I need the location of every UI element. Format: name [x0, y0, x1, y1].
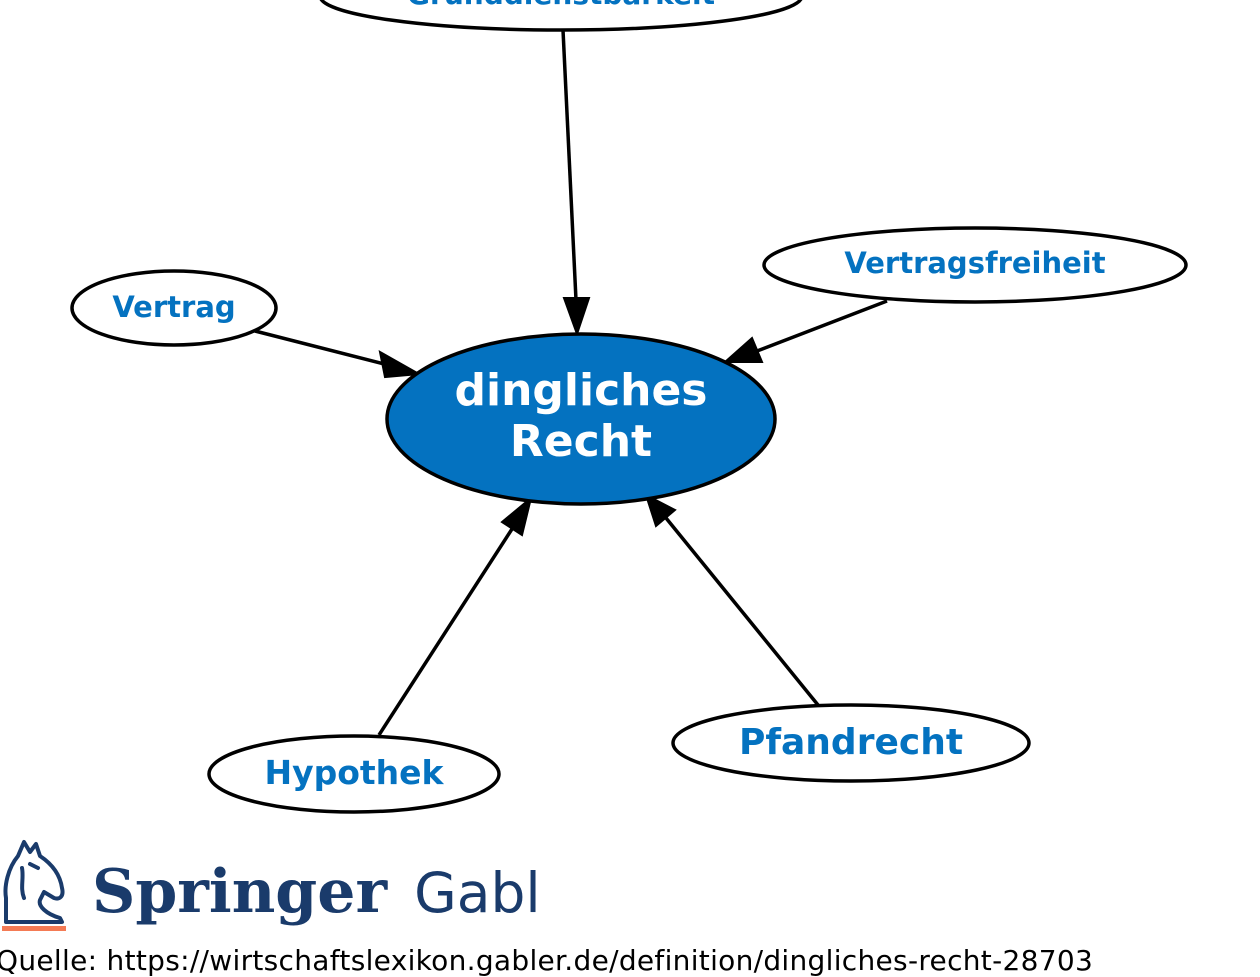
arrowhead-vertrag	[378, 350, 423, 379]
edge-grunddienstbarkeit	[561, 29, 578, 301]
edge-vertragsfreiheit	[756, 299, 888, 353]
arrowhead-vertragsfreiheit	[722, 336, 764, 363]
node-pfandrecht[interactable]: Pfandrecht	[671, 703, 1031, 783]
logo-underline	[2, 926, 66, 931]
springer-gabler-logo[interactable]: Springer Gabler	[0, 838, 540, 938]
node-label: Vertragsfreiheit	[844, 246, 1105, 280]
node-label: Grunddienstbarkeit	[407, 0, 715, 11]
arrowhead-hypothek	[500, 495, 533, 537]
logo-wordmark-springer: Springer	[92, 857, 388, 927]
node-hypothek[interactable]: Hypothek	[207, 734, 501, 814]
edge-vertrag	[254, 329, 385, 366]
node-label: Hypothek	[264, 753, 444, 792]
node-grunddienstbarkeit[interactable]: Grunddienstbarkeit	[319, 0, 803, 32]
node-dingliches-recht[interactable]: dingliches Recht	[385, 332, 777, 506]
arrowhead-grunddienstbarkeit	[562, 297, 591, 338]
logo-wordmark-gabler: Gabler	[414, 861, 540, 925]
logo-wordmark: Springer Gabler	[92, 857, 540, 927]
center-label-line1: dingliches	[455, 365, 708, 416]
edge-hypothek	[377, 528, 514, 736]
source-url: Quelle: https://wirtschaftslexikon.gable…	[0, 944, 1094, 977]
concept-map: Grunddienstbarkeit Vertrag Vertragsfreih…	[70, 0, 1188, 814]
node-vertrag[interactable]: Vertrag	[70, 269, 278, 347]
horse-head-icon	[3, 840, 65, 924]
node-label: Vertrag	[112, 290, 235, 324]
edge-pfandrecht	[664, 516, 820, 707]
node-vertragsfreiheit[interactable]: Vertragsfreiheit	[762, 226, 1188, 304]
node-label: Pfandrecht	[739, 722, 963, 763]
center-label-line2: Recht	[510, 416, 652, 467]
edges	[254, 29, 888, 736]
arrowhead-pfandrecht	[644, 492, 677, 528]
